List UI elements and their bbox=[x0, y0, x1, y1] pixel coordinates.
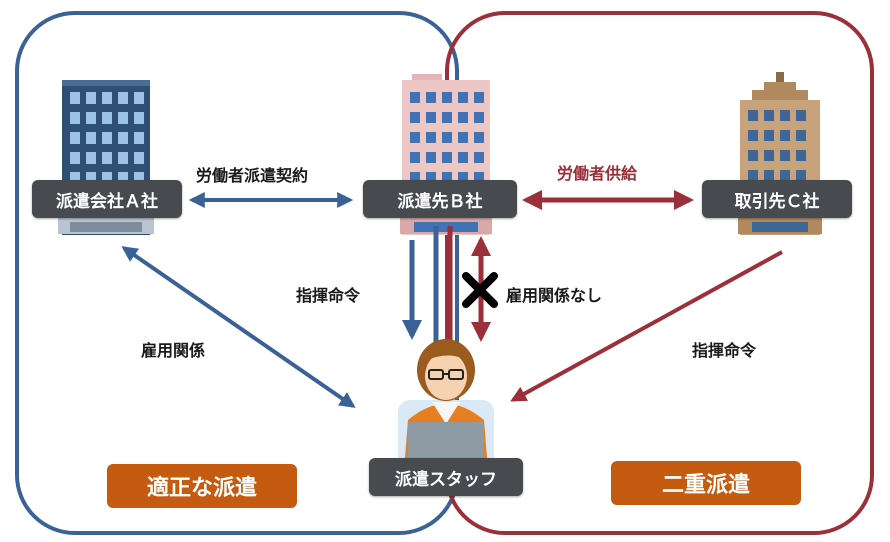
double-dispatch-region bbox=[445, 11, 874, 535]
company-a-box: 派遣会社Ａ社 bbox=[32, 180, 182, 218]
proper-dispatch-region bbox=[15, 11, 459, 535]
command-b-label: 指揮命令 bbox=[296, 286, 361, 305]
no-employment-label: 雇用関係なし bbox=[506, 286, 603, 305]
proper-dispatch-tag: 適正な派遣 bbox=[107, 464, 297, 508]
labor-supply-label: 労働者供給 bbox=[557, 164, 638, 183]
dispatch-contract-label: 労働者派遣契約 bbox=[196, 166, 309, 185]
employment-arrow bbox=[121, 246, 356, 408]
employment-label: 雇用関係 bbox=[141, 341, 206, 360]
cross-mark-icon bbox=[462, 272, 498, 308]
company-b-box: 派遣先Ｂ社 bbox=[363, 180, 517, 218]
command-c-label: 指揮命令 bbox=[692, 341, 757, 360]
person-at-laptop-icon bbox=[398, 339, 494, 472]
double-dispatch-tag: 二重派遣 bbox=[611, 461, 801, 505]
company-c-box: 取引先Ｃ社 bbox=[702, 180, 852, 218]
staff-box: 派遣スタッフ bbox=[369, 458, 523, 496]
command-arrow-c bbox=[510, 250, 783, 402]
